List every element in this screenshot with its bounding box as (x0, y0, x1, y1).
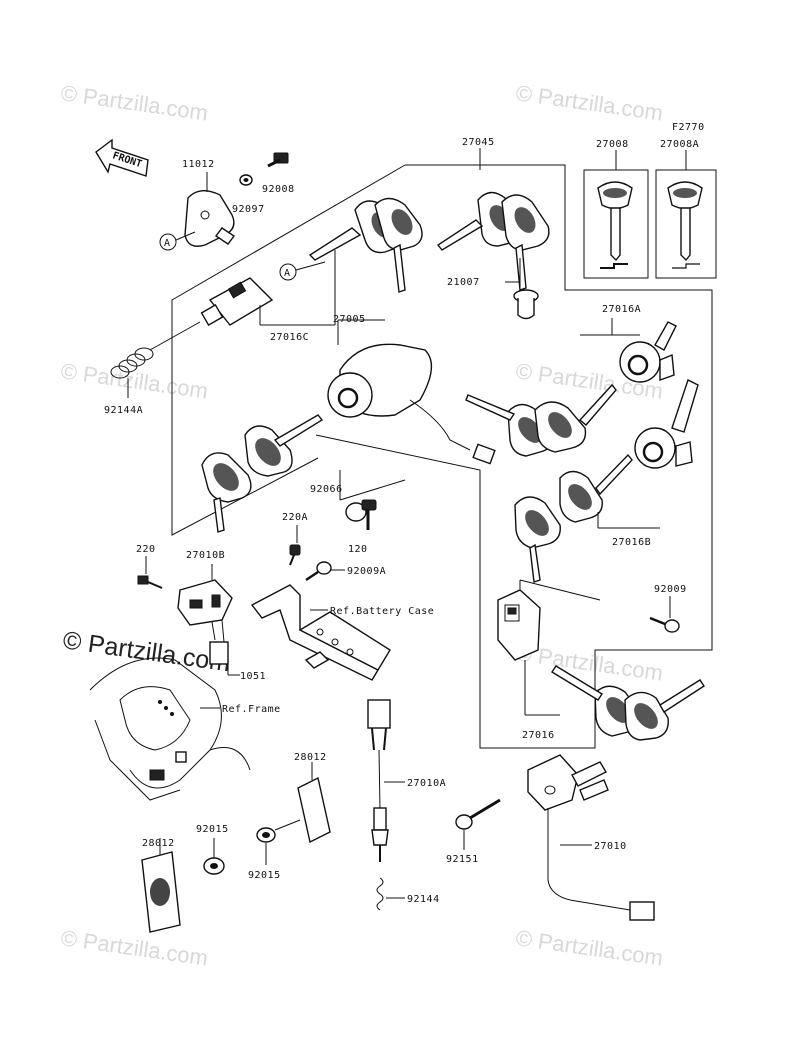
key-27016-2 (624, 679, 705, 741)
label-220: 220 (136, 544, 156, 555)
bolt-92151 (455, 798, 501, 850)
watermark-text: © Partzilla.com (514, 925, 664, 970)
key-27016a-2 (534, 383, 617, 453)
key-27016b-1 (514, 496, 561, 583)
label-28012-upper: 28012 (294, 752, 327, 763)
watermark-text: © Partzilla.com (59, 80, 209, 125)
screw-92009a (305, 561, 345, 582)
label-27016: 27016 (522, 730, 555, 741)
washer-92097 (239, 174, 253, 186)
key-mid-1 (201, 452, 252, 533)
label-220a: 220A (282, 512, 308, 523)
key-box-27008a (655, 150, 717, 279)
label-92144: 92144 (407, 894, 440, 905)
key-upper-4 (501, 194, 550, 291)
label-27016c: 27016C (270, 332, 309, 343)
key-box-27008 (583, 150, 649, 279)
label-27005: 27005 (333, 314, 366, 325)
label-27008: 27008 (596, 139, 629, 150)
label-92151: 92151 (446, 854, 479, 865)
label-27010: 27010 (594, 841, 627, 852)
watermark-text: © Partzilla.com (59, 925, 209, 970)
label-27010b: 27010B (186, 550, 225, 561)
bracket-11012 (184, 172, 236, 247)
label-92009a: 92009A (347, 566, 386, 577)
lock-27016a (619, 321, 677, 383)
callout-letter: A (284, 268, 291, 279)
cylinder-27016c (200, 250, 336, 327)
screw-220 (137, 556, 163, 589)
label-27045: 27045 (462, 137, 495, 148)
lock-27016b (634, 379, 699, 469)
label-120: 120 (348, 544, 368, 555)
callout-a-2: A (279, 261, 326, 281)
label-11012: 11012 (182, 159, 215, 170)
nut-92015-a (256, 819, 301, 865)
key-upper-2 (374, 197, 423, 293)
frame-sketch (89, 657, 251, 801)
label-27008a: 27008A (660, 139, 699, 150)
lock-27005 (327, 319, 496, 465)
cap-21007 (505, 258, 539, 320)
spring-92144a (110, 321, 201, 398)
label-27016a: 27016A (602, 304, 641, 315)
key-27016b-2 (559, 453, 633, 523)
callout-a-1: A (159, 231, 196, 251)
bracket-battery (250, 584, 391, 681)
switch-27010a (367, 699, 405, 862)
label-27010a: 27010A (407, 778, 446, 789)
plate-28012-lower (141, 838, 181, 933)
watermark-text: © Partzilla.com (61, 626, 232, 677)
label-92008: 92008 (262, 184, 295, 195)
label-92144a: 92144A (104, 405, 143, 416)
watermark-text: © Partzilla.com (514, 80, 664, 125)
label-28012-lower: 28012 (142, 838, 175, 849)
plate-28012-upper (297, 762, 331, 844)
callout-letter: A (164, 238, 171, 249)
screw-92008 (267, 152, 289, 168)
cap-92066 (339, 470, 406, 522)
screw-120 (361, 499, 377, 530)
front-arrow: FRONT (95, 138, 149, 177)
label-1051: 1051 (240, 671, 266, 682)
nut-92015-b (203, 838, 225, 875)
spring-92144 (376, 877, 405, 911)
screw-92009 (649, 596, 680, 633)
label-92066: 92066 (310, 484, 343, 495)
label-92009: 92009 (654, 584, 687, 595)
label-92015-b: 92015 (196, 824, 229, 835)
ref-frame: Ref.Frame (222, 704, 281, 715)
ref-battery-case: Ref.Battery Case (330, 606, 434, 617)
label-27016b: 27016B (612, 537, 651, 548)
label-92015-a: 92015 (248, 870, 281, 881)
switch-27010 (527, 754, 655, 921)
watermark-text: © Partzilla.com (59, 358, 209, 403)
label-92097: 92097 (232, 204, 265, 215)
lock-27016 (497, 579, 601, 661)
switch-27010b (177, 564, 233, 665)
key-mid-2 (244, 414, 324, 477)
figure-code: F2770 (672, 122, 705, 133)
label-21007: 21007 (447, 277, 480, 288)
screw-220a (289, 525, 301, 566)
